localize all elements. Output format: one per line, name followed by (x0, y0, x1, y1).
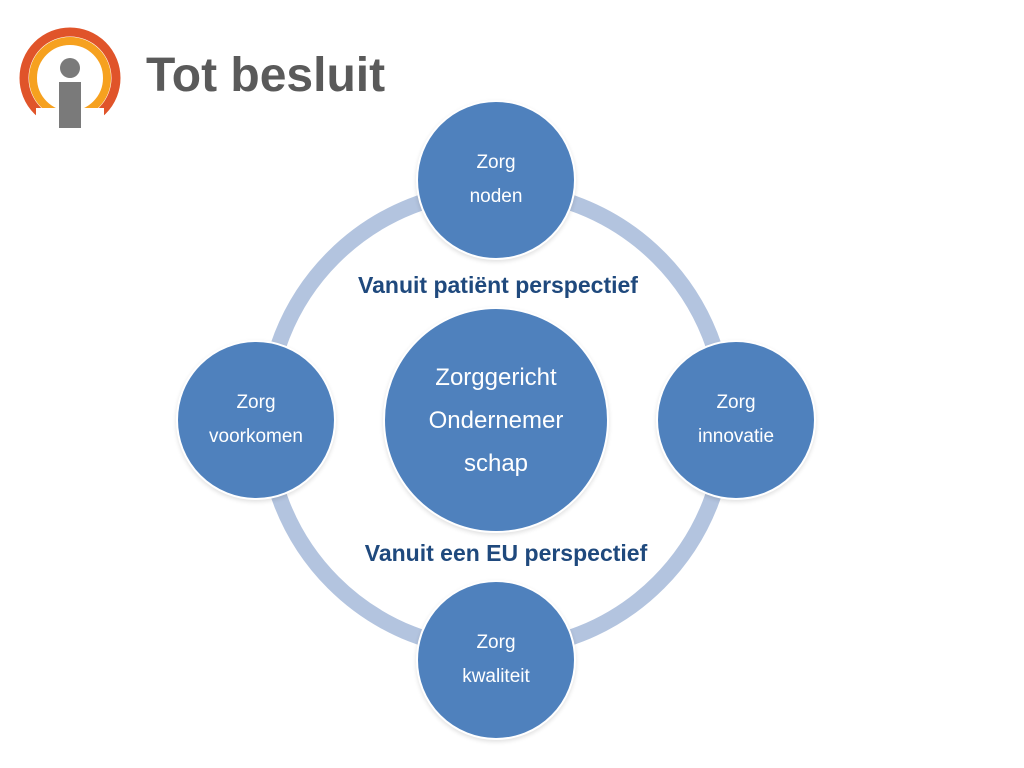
info-person-icon (19, 27, 121, 132)
page-title: Tot besluit (146, 49, 386, 102)
node-zorg-noden: Zorg noden (416, 100, 576, 260)
node-zorg-voorkomen-line1: Zorg (236, 392, 276, 413)
node-center: Zorggericht Ondernemer schap (383, 307, 609, 533)
caption-eu-perspective: Vanuit een EU perspectief (364, 540, 648, 566)
node-zorg-innovatie-line2: innovatie (697, 426, 775, 447)
node-zorg-noden-line1: Zorg (476, 152, 516, 173)
node-zorg-innovatie: Zorg innovatie (656, 340, 816, 500)
node-center-line2: Ondernemer (428, 406, 564, 434)
node-center-line1: Zorggericht (435, 363, 557, 391)
node-zorg-noden-line2: noden (469, 186, 523, 207)
node-zorg-kwaliteit: Zorg kwaliteit (416, 580, 576, 740)
node-zorg-voorkomen: Zorg voorkomen (176, 340, 336, 500)
node-zorg-kwaliteit-line1: Zorg (476, 632, 516, 653)
node-center-line3: schap (463, 449, 529, 477)
node-zorg-kwaliteit-line2: kwaliteit (462, 666, 530, 687)
node-zorg-voorkomen-line2: voorkomen (209, 426, 303, 447)
caption-patient-perspective: Vanuit patiënt perspectief (358, 272, 638, 298)
logo (16, 24, 124, 132)
node-zorg-innovatie-line1: Zorg (716, 392, 756, 413)
